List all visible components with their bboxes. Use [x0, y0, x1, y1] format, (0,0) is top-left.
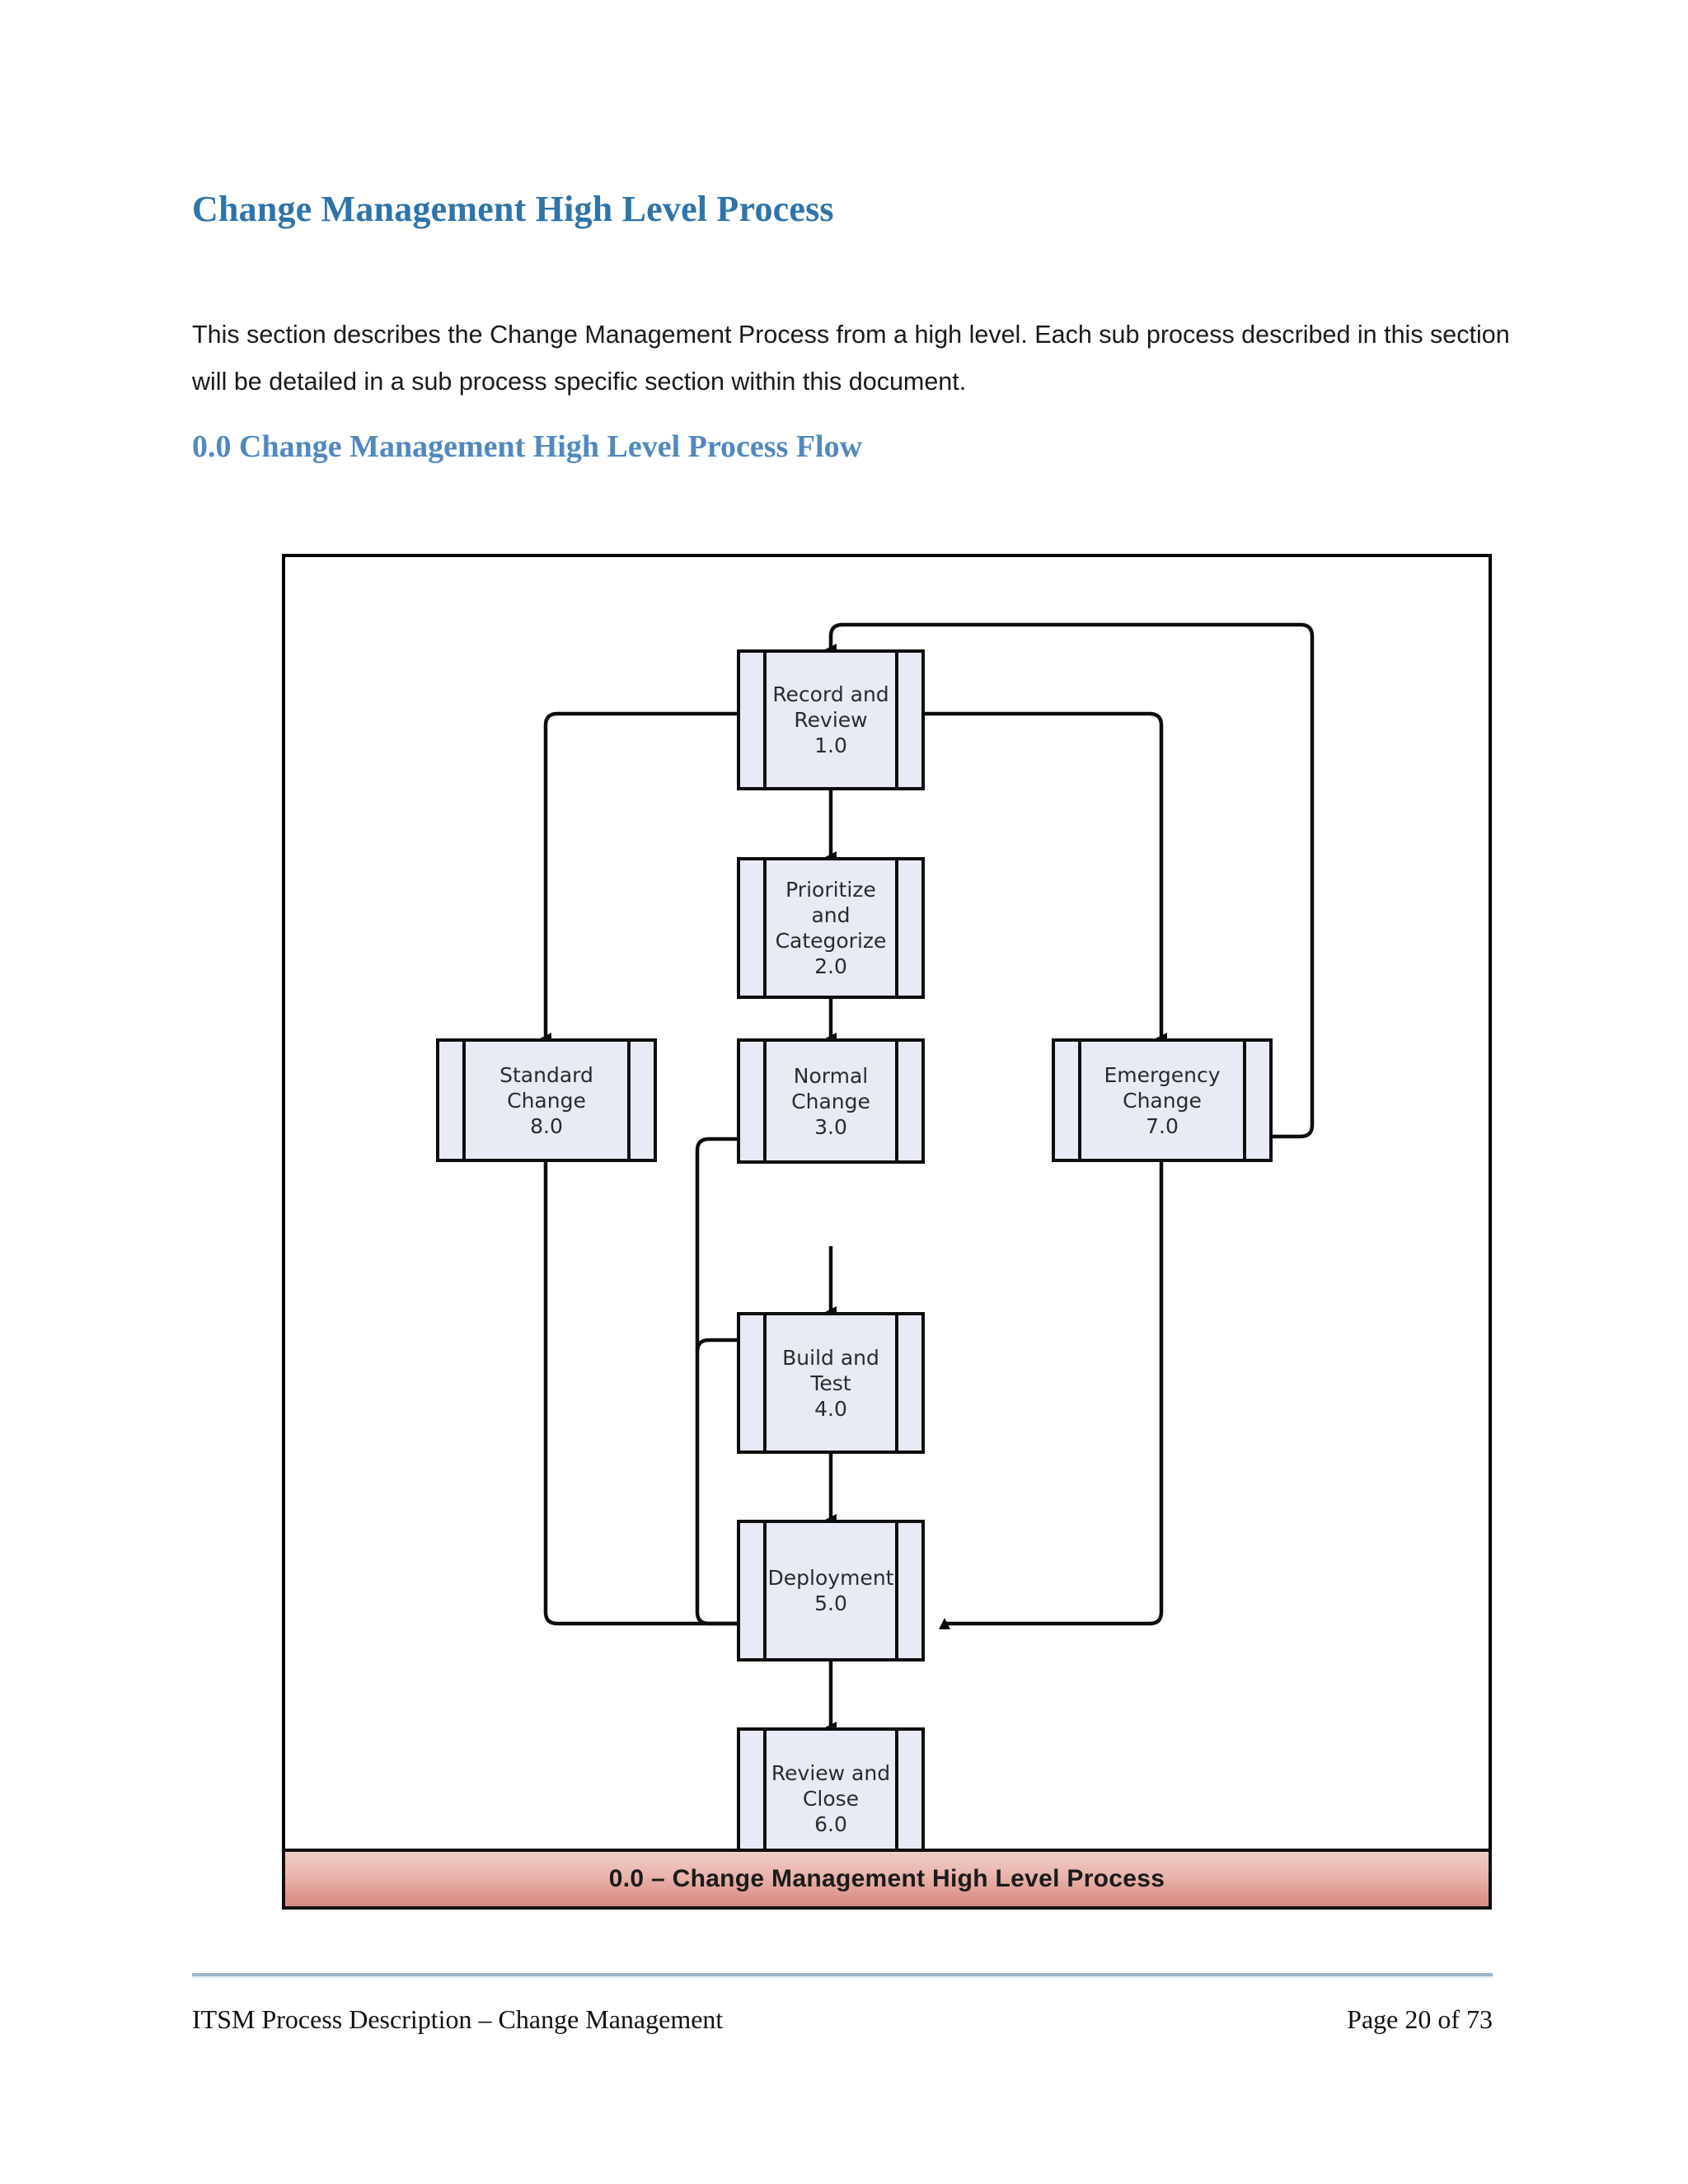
- process-node-label: Normal Change 3.0: [791, 1063, 870, 1139]
- flow-standard-to-review: [543, 1162, 754, 1629]
- predefined-process-right-bar: [627, 1042, 631, 1159]
- process-node-label: Record and Review 1.0: [772, 682, 889, 757]
- process-node-record-review[interactable]: Record and Review 1.0: [737, 649, 925, 790]
- diagram-caption-banner: 0.0 – Change Management High Level Proce…: [282, 1849, 1492, 1910]
- process-flow-diagram: Record and Review 1.0 Prioritize and Cat…: [282, 554, 1492, 1869]
- predefined-process-right-bar: [895, 653, 898, 787]
- predefined-process-left-bar: [763, 1731, 767, 1866]
- predefined-process-left-bar: [763, 1042, 767, 1160]
- predefined-process-right-bar: [895, 1315, 898, 1451]
- predefined-process-right-bar: [895, 1731, 898, 1866]
- flow-emergency-to-review: [939, 1162, 1164, 1629]
- process-node-prioritize[interactable]: Prioritize and Categorize 2.0: [737, 857, 925, 999]
- predefined-process-left-bar: [1078, 1042, 1081, 1159]
- predefined-process-right-bar: [895, 1523, 898, 1658]
- process-node-emergency-change[interactable]: Emergency Change 7.0: [1052, 1038, 1273, 1162]
- process-node-build-test[interactable]: Build and Test 4.0: [737, 1312, 925, 1454]
- predefined-process-left-bar: [763, 1315, 767, 1451]
- process-node-label: Standard Change 8.0: [499, 1062, 593, 1138]
- page-title: Change Management High Level Process: [192, 189, 834, 229]
- predefined-process-left-bar: [763, 653, 767, 787]
- process-node-label: Prioritize and Categorize 2.0: [775, 878, 887, 978]
- predefined-process-left-bar: [763, 860, 767, 996]
- predefined-process-right-bar: [895, 1042, 898, 1160]
- process-node-label: Review and Close 6.0: [771, 1760, 891, 1836]
- process-node-normal-change[interactable]: Normal Change 3.0: [737, 1038, 925, 1164]
- intro-paragraph: This section describes the Change Manage…: [192, 321, 1510, 396]
- flow-connectors: [540, 622, 1315, 1733]
- flow-emergency-to-record: [825, 622, 1315, 1139]
- predefined-process-right-bar: [1243, 1042, 1246, 1159]
- flow-build-to-spine: [695, 1338, 737, 1352]
- footer-document-name: ITSM Process Description – Change Manage…: [192, 2004, 724, 2034]
- predefined-process-left-bar: [462, 1042, 466, 1159]
- process-node-label: Deployment 5.0: [767, 1566, 894, 1615]
- flow-record-to-standard: [540, 711, 737, 1044]
- process-node-deployment[interactable]: Deployment 5.0: [737, 1520, 925, 1661]
- process-node-standard-change[interactable]: Standard Change 8.0: [436, 1038, 657, 1162]
- footer-page-number: Page 20 of 73: [1347, 2004, 1493, 2034]
- flow-record-to-emergency: [925, 711, 1167, 1044]
- diagram-caption-text: 0.0 – Change Management High Level Proce…: [608, 1865, 1165, 1892]
- section-heading: 0.0 Change Management High Level Process…: [192, 429, 863, 464]
- predefined-process-right-bar: [895, 860, 898, 996]
- footer-divider: [192, 1973, 1493, 1978]
- predefined-process-left-bar: [763, 1523, 767, 1658]
- process-node-label: Emergency Change 7.0: [1104, 1062, 1221, 1138]
- process-node-label: Build and Test 4.0: [782, 1345, 879, 1421]
- process-node-review-close[interactable]: Review and Close 6.0: [737, 1727, 925, 1869]
